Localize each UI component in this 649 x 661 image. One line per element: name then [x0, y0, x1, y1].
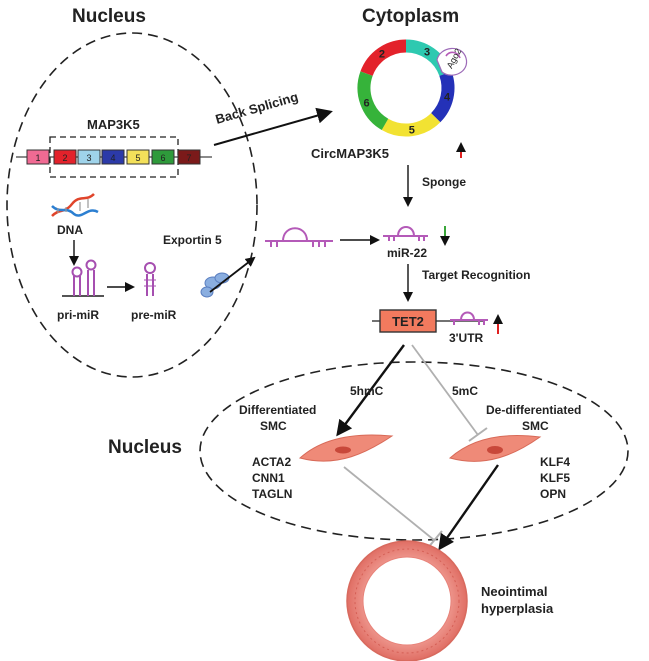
- circ-segment-label-4: 4: [444, 92, 451, 104]
- circ-segment-4: [430, 71, 455, 123]
- mirna-duplex-icon: [265, 227, 333, 247]
- exon-7: [177, 149, 201, 165]
- tet2-5hmc-arrow: [336, 344, 405, 437]
- exon-5: [126, 149, 150, 165]
- tet2-label: TET2: [392, 314, 424, 329]
- utr-label: 3'UTR: [449, 331, 484, 345]
- diff-label-1: Differentiated: [239, 403, 316, 417]
- nucleus-top-title: Nucleus: [72, 6, 146, 27]
- circ-segment-label-2: 2: [379, 49, 385, 61]
- mir22-icon: [383, 226, 428, 241]
- diff-inhibit-line: [343, 466, 435, 541]
- pri-mir-hairpin-icon: [62, 259, 104, 297]
- tet2-5mc-inhibit-line: [411, 344, 479, 436]
- marker-tagln: TAGLN: [252, 487, 292, 501]
- neo-label-1: Neointimal: [481, 584, 547, 599]
- mc-label: 5mC: [452, 384, 478, 398]
- exon-label-7: 7: [186, 153, 191, 163]
- dediff-label-2: SMC: [522, 419, 549, 433]
- diff-label-2: SMC: [260, 419, 287, 433]
- cytoplasm-title: Cytoplasm: [362, 6, 459, 27]
- exon-label-4: 4: [110, 153, 115, 163]
- gene-name: MAP3K5: [87, 117, 140, 132]
- exon-6: [151, 149, 175, 165]
- differentiated-smc-cell-icon: [298, 434, 394, 462]
- nucleus-bottom-title: Nucleus: [108, 437, 182, 458]
- back-splicing-label: Back Splicing: [214, 89, 300, 127]
- hmc-label: 5hmC: [350, 384, 384, 398]
- exportin-5-icon: [200, 272, 230, 298]
- circ-segment-label-6: 6: [363, 97, 369, 109]
- target-recognition-label: Target Recognition: [422, 268, 530, 282]
- dediff-label-1: De-differentiated: [486, 403, 581, 417]
- circ-name-label: CircMAP3K5: [311, 146, 389, 161]
- marker-opn: OPN: [540, 487, 566, 501]
- marker-klf4: KLF4: [540, 455, 570, 469]
- nucleus-top-boundary: [6, 32, 258, 378]
- circ-segment-5: [381, 112, 441, 137]
- marker-acta2: ACTA2: [252, 455, 291, 469]
- exon-label-3: 3: [86, 153, 91, 163]
- marker-cnn1: CNN1: [252, 471, 285, 485]
- circ-segment-label-3: 3: [424, 47, 430, 59]
- exon-2: [53, 149, 77, 165]
- ago2-icon: Ago2: [436, 47, 468, 76]
- circ-segment-2: [360, 39, 407, 77]
- dna-helix-icon: [51, 193, 99, 217]
- marker-klf5: KLF5: [540, 471, 570, 485]
- exon-3: [77, 149, 101, 165]
- neo-label-2: hyperplasia: [481, 601, 554, 616]
- exon-group: 1 2 3 4 5 6 7: [26, 149, 201, 165]
- pri-mir-label: pri-miR: [57, 308, 99, 322]
- dna-label: DNA: [57, 223, 83, 237]
- nucleus-bottom-boundary: [199, 361, 629, 541]
- exon-label-2: 2: [62, 153, 67, 163]
- utr-mirna-icon: [450, 311, 488, 325]
- pre-mir-hairpin-icon: [144, 262, 156, 296]
- exon-label-5: 5: [135, 153, 140, 163]
- exportin-arrow: [209, 256, 256, 293]
- tet2-box: [379, 309, 437, 333]
- back-splicing-arrow: [213, 107, 333, 146]
- sponge-label: Sponge: [422, 175, 466, 189]
- exon-4: [101, 149, 125, 165]
- exon-1: [26, 149, 50, 165]
- exportin-label: Exportin 5: [163, 233, 222, 247]
- dediff-to-vessel-arrow: [438, 464, 499, 551]
- mir22-label: miR-22: [387, 246, 427, 260]
- circ-segment-label-5: 5: [409, 125, 415, 137]
- exon-label-1: 1: [35, 153, 40, 163]
- dedifferentiated-smc-cell-icon: [448, 435, 542, 462]
- tet2-5mc-inhibit-bar: [468, 427, 488, 442]
- exon-label-6: 6: [160, 153, 165, 163]
- circ-segment-6: [357, 71, 389, 130]
- vessel-cross-section-icon: [346, 540, 468, 661]
- pre-mir-label: pre-miR: [131, 308, 177, 322]
